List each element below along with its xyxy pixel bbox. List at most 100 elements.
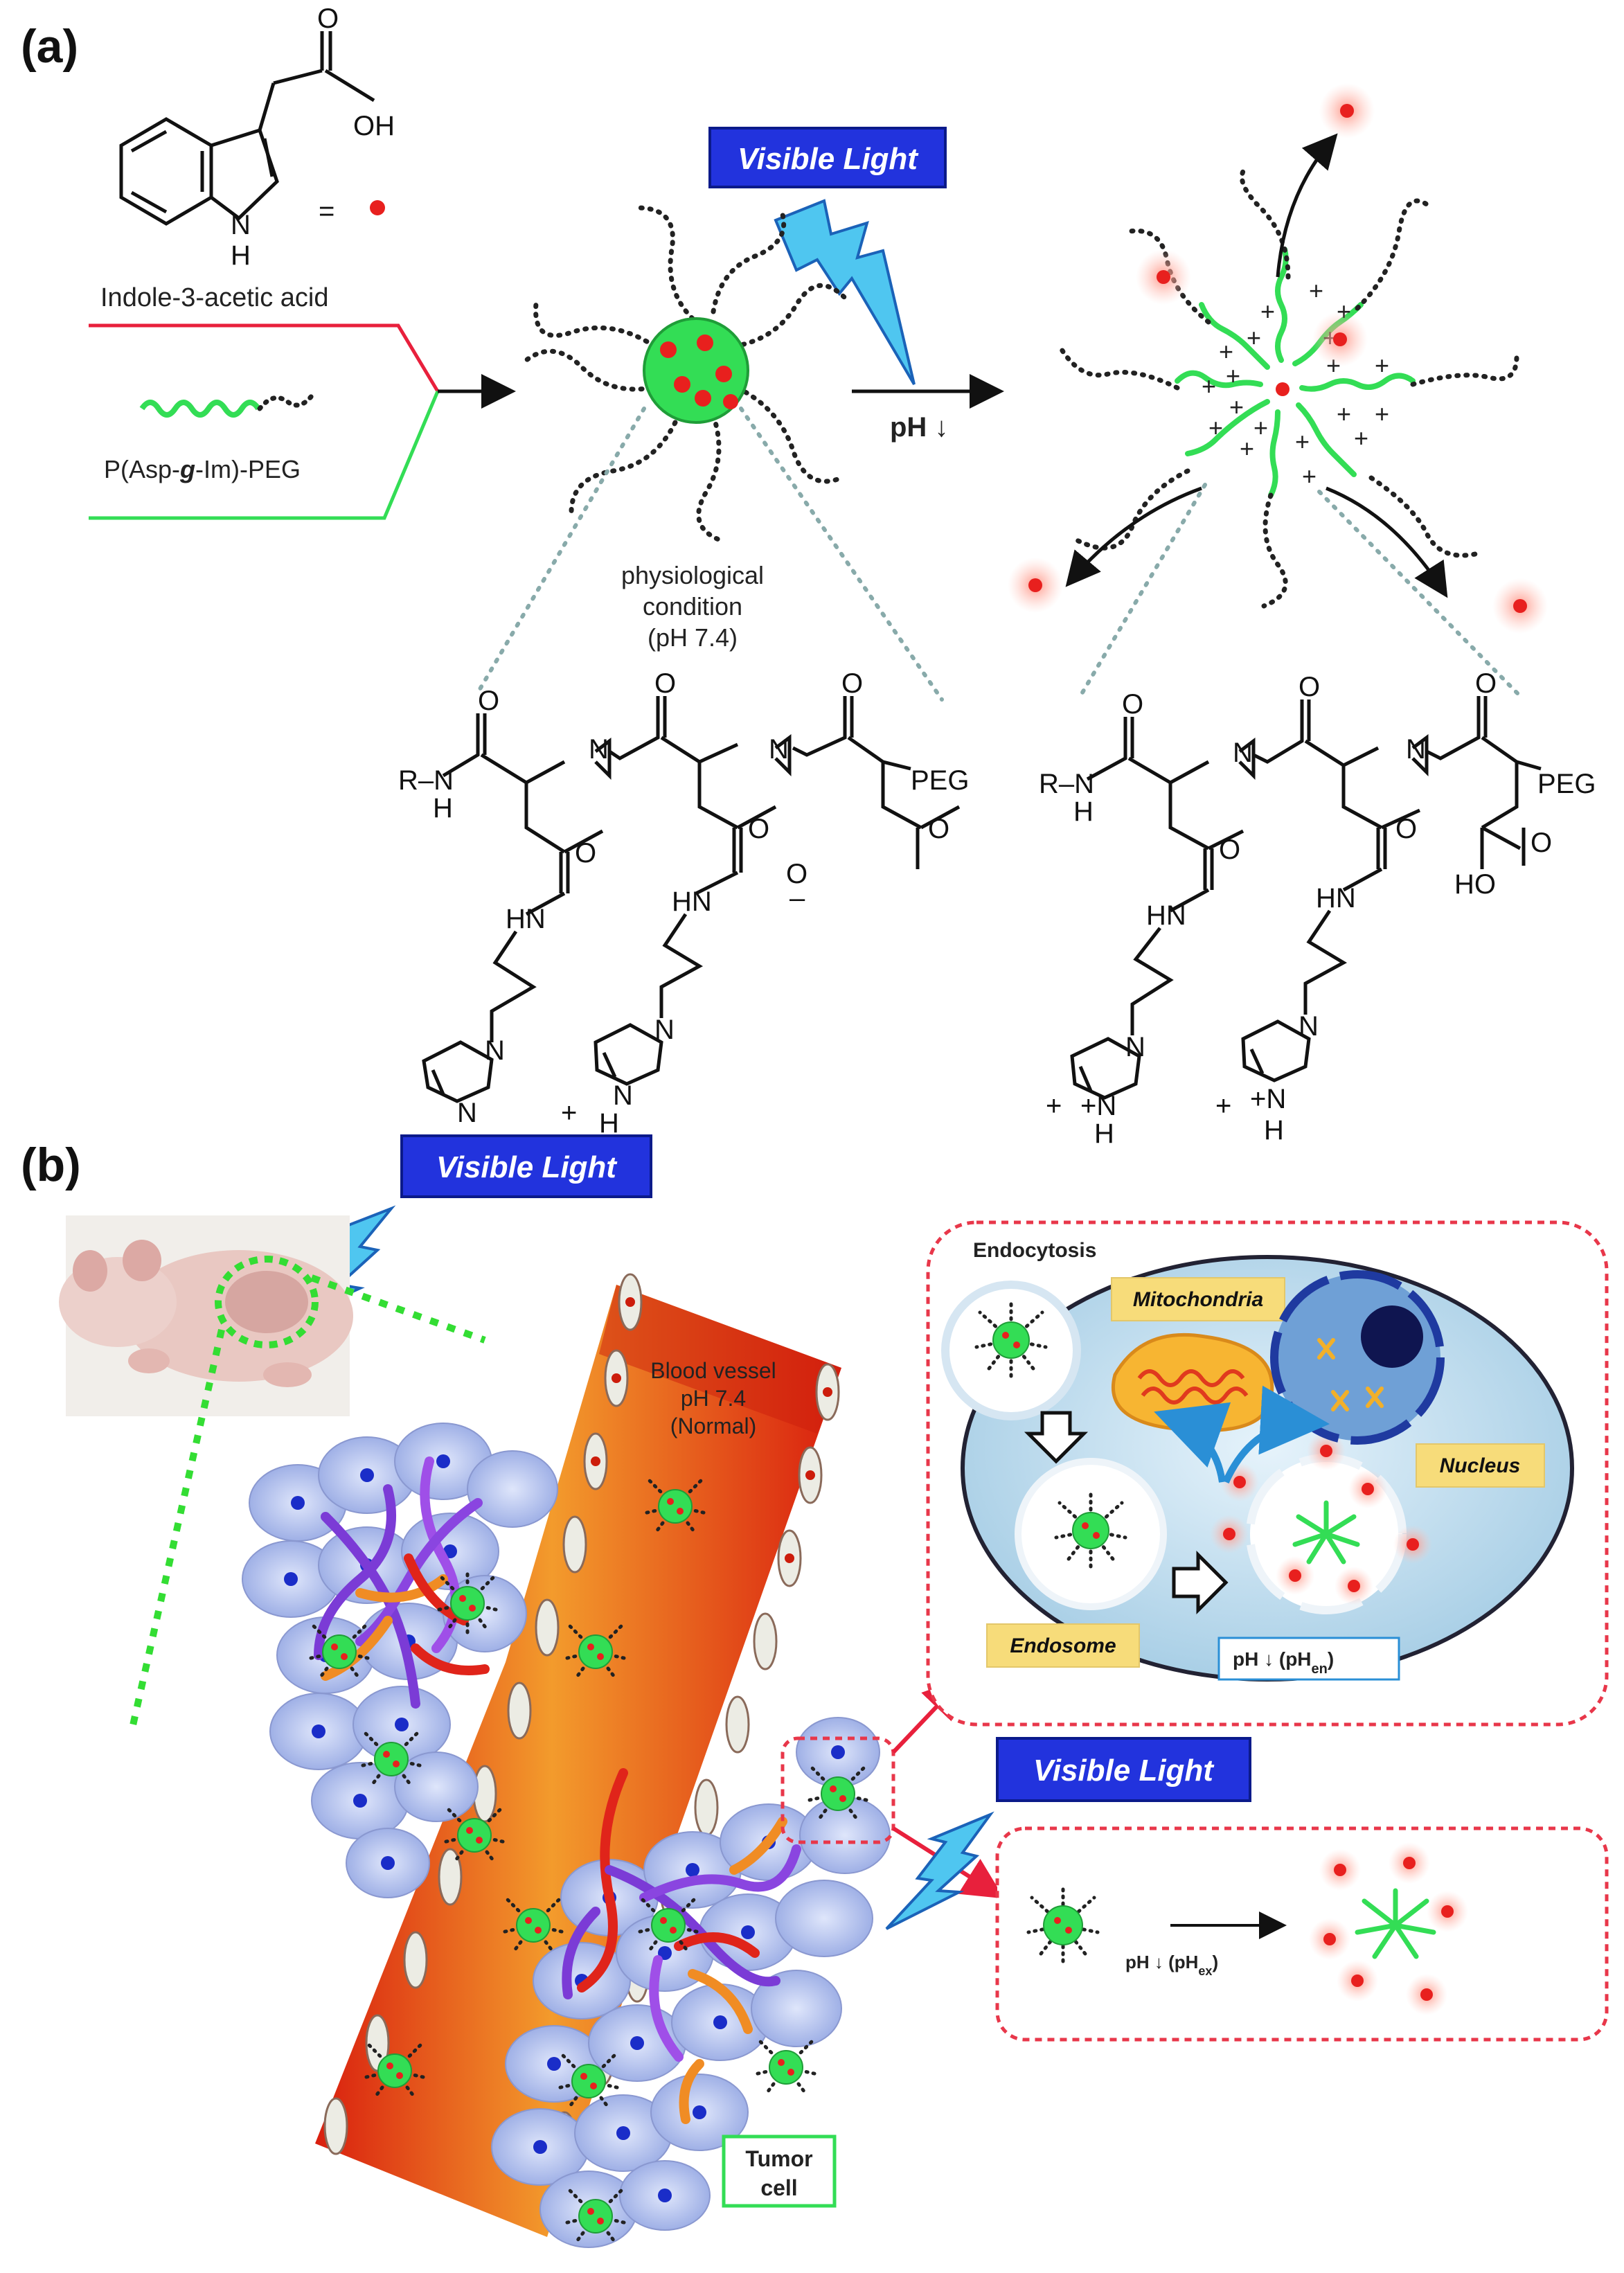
svg-text:O: O <box>478 686 499 716</box>
svg-text:+N: +N <box>1080 1091 1116 1121</box>
svg-text:+: + <box>1309 276 1323 305</box>
svg-text:O: O <box>1122 689 1143 720</box>
tumor-cell-box <box>722 2134 837 2208</box>
arrow-to-mitochondria <box>1154 1402 1231 1483</box>
svg-text:N: N <box>589 734 609 765</box>
disassembled-micelle: +++ +++ +++ +++ +++ +++ + <box>1008 83 1548 634</box>
condition-line-2: condition <box>643 592 742 621</box>
hydroxyl-label: OH <box>353 111 395 141</box>
svg-text:N: N <box>1299 1011 1319 1042</box>
equals-sign: = <box>319 196 334 226</box>
mitochondrion <box>1111 1332 1274 1432</box>
polymer-left-labels: O O O R–N H N N PEG O O O O – HN HN N N … <box>398 668 969 1139</box>
svg-text:H: H <box>433 793 453 823</box>
svg-text:O: O <box>1475 668 1497 699</box>
vessel-line-3: (Normal) <box>670 1414 756 1438</box>
svg-text:PEG: PEG <box>911 765 969 796</box>
visible-light-text-b-mid: Visible Light <box>1033 1754 1215 1788</box>
vessel-line-1: Blood vessel <box>650 1358 776 1383</box>
hollow-arrow-right <box>1172 1550 1229 1615</box>
hollow-arrow-down <box>1024 1411 1089 1464</box>
svg-text:+: + <box>1354 424 1368 452</box>
intact-micelle <box>524 205 848 543</box>
polymer-structure-left <box>422 696 961 1103</box>
svg-text:HO: HO <box>1454 869 1496 900</box>
cell-selection-box <box>780 1736 895 1844</box>
polymer-peg-segment <box>257 389 318 411</box>
svg-text:N: N <box>613 1080 633 1111</box>
svg-text:+: + <box>1253 413 1268 442</box>
svg-text:+: + <box>1046 1091 1062 1121</box>
svg-text:+: + <box>1226 362 1240 390</box>
arrow-to-nucleus <box>1222 1385 1330 1484</box>
zoom-lines <box>128 1274 486 1733</box>
panel-b-label: (b) <box>21 1139 81 1191</box>
svg-text:N: N <box>654 1015 675 1045</box>
tumor-site-circle <box>215 1256 319 1348</box>
svg-text:+: + <box>1215 1091 1231 1121</box>
visible-light-box-b-top <box>400 1134 652 1198</box>
mouse-photo <box>59 1215 353 1416</box>
svg-text:HN: HN <box>1146 900 1186 931</box>
ph-en-label: pH ↓ (pHen) <box>1233 1648 1334 1677</box>
disassembled-micelle-extracellular <box>1309 1842 1468 2015</box>
visible-light-box-b-mid <box>996 1737 1251 1802</box>
svg-text:N: N <box>457 1098 477 1128</box>
polymer-structure-right <box>1070 696 1542 1100</box>
svg-text:H: H <box>1094 1118 1114 1149</box>
svg-text:+: + <box>1295 427 1310 456</box>
endosome-label: Endosome <box>1010 1634 1116 1657</box>
svg-text:O: O <box>786 859 807 889</box>
polymer-right-labels: O O O R–N H N N PEG O O O HO HN HN N N +… <box>1039 668 1596 1149</box>
panel-a-label: (a) <box>21 20 78 73</box>
svg-text:O: O <box>928 814 949 844</box>
green-bracket-line <box>89 391 440 520</box>
svg-text:N: N <box>1233 738 1253 768</box>
svg-text:HN: HN <box>672 886 712 917</box>
svg-text:O: O <box>575 838 596 868</box>
projection-lines-a <box>476 407 1522 702</box>
indole-n: N <box>231 210 251 240</box>
ph-en-box <box>1217 1637 1400 1681</box>
molecule-name: Indole-3-acetic acid <box>100 283 329 312</box>
drug-dot-legend <box>370 200 385 215</box>
svg-text:+: + <box>1260 297 1275 326</box>
condition-line-1: physiological <box>621 561 764 589</box>
carbonyl-oxygen: O <box>317 3 339 34</box>
ph-ex-label: pH ↓ (pHex) <box>1125 1952 1218 1978</box>
svg-text:N: N <box>485 1035 505 1066</box>
indole-structure <box>119 31 375 226</box>
svg-text:+: + <box>1375 351 1389 380</box>
red-bracket-line <box>89 323 440 393</box>
visible-light-text-a: Visible Light <box>738 142 919 176</box>
micelles-b <box>306 1477 871 2246</box>
polymer-green-segment <box>139 400 261 418</box>
svg-text:O: O <box>1219 835 1240 865</box>
nucleus-tag <box>1416 1443 1545 1488</box>
svg-text:+N: +N <box>1250 1084 1286 1114</box>
condition-line-3: (pH 7.4) <box>648 623 738 652</box>
svg-text:+: + <box>1302 462 1317 490</box>
svg-text:O: O <box>1531 828 1552 858</box>
nucleus-label: Nucleus <box>1440 1454 1521 1477</box>
svg-text:O: O <box>654 668 676 699</box>
svg-text:+: + <box>1375 400 1389 428</box>
svg-text:+: + <box>1229 393 1244 421</box>
tumor-cell-line-1: Tumor <box>745 2146 812 2171</box>
svg-text:R–N: R–N <box>1039 769 1094 799</box>
svg-text:O: O <box>1299 672 1320 702</box>
svg-text:HN: HN <box>506 904 546 934</box>
svg-text:PEG: PEG <box>1537 769 1596 799</box>
mitochondria-label: Mitochondria <box>1133 1288 1263 1311</box>
svg-text:H: H <box>1073 796 1094 827</box>
svg-text:+: + <box>1240 434 1254 463</box>
svg-text:HN: HN <box>1316 883 1356 913</box>
lightning-bolt-b-mid <box>885 1811 994 1930</box>
visible-light-box-a <box>708 127 947 188</box>
vessel-line-2: pH 7.4 <box>681 1386 746 1411</box>
endocytosis-label: Endocytosis <box>973 1239 1096 1262</box>
svg-text:+: + <box>1337 400 1351 428</box>
svg-text:+: + <box>1202 372 1216 400</box>
svg-text:+: + <box>561 1098 577 1128</box>
